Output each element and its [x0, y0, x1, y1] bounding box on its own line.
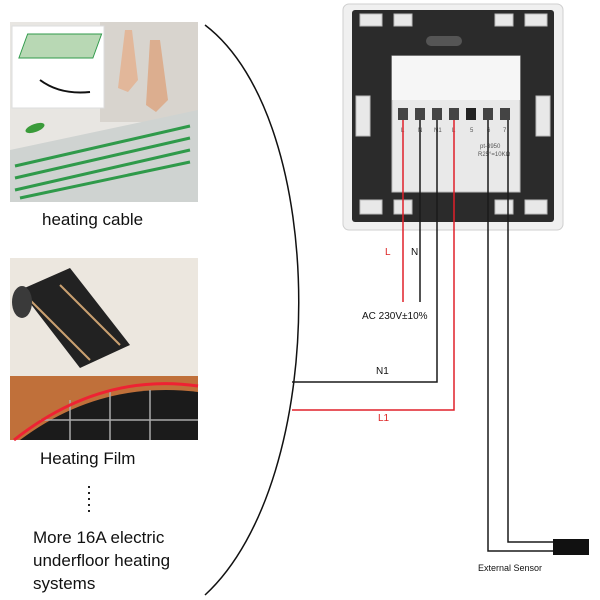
svg-text:6: 6 [487, 128, 491, 134]
wire-sensor-a [487, 120, 553, 552]
svg-text:5: 5 [470, 128, 474, 134]
external-sensor-label: External Sensor [478, 563, 543, 573]
wire-N1 [292, 120, 438, 383]
svg-text:N1: N1 [434, 128, 442, 134]
wire-L1-label: L1 [378, 413, 390, 424]
more-systems-label-line3: systems [33, 574, 96, 593]
wire-N1-label: N1 [376, 366, 389, 377]
wire-N-label: N [411, 247, 419, 258]
heating-film-label: Heating Film [40, 449, 136, 468]
grouping-bracket [204, 24, 300, 596]
svg-text:7: 7 [503, 128, 507, 134]
more-systems-label-line1: More 16A electric [33, 528, 165, 547]
heating-cable-label: heating cable [42, 210, 144, 229]
external-sensor-probe [553, 539, 589, 555]
ellipsis-dots [88, 486, 90, 512]
supply-voltage-label: AC 230V±10% [362, 311, 428, 322]
wire-L1 [292, 120, 455, 411]
svg-text:R25°=10KΩ: R25°=10KΩ [478, 152, 511, 158]
wire-L-label: L [385, 247, 391, 258]
wire-sensor-b [507, 120, 553, 543]
heating-film-photo [10, 258, 199, 442]
more-systems-label-line2: underfloor heating [33, 551, 171, 570]
wires [292, 120, 553, 552]
svg-text:pt-3950: pt-3950 [480, 144, 501, 150]
heating-cable-photo [10, 22, 198, 202]
